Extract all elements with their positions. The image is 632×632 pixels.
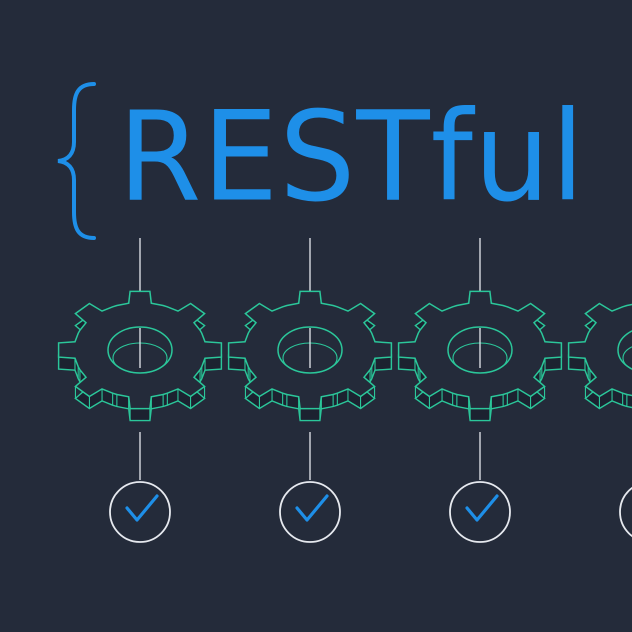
check-mark [465, 494, 499, 522]
check-mark [295, 494, 329, 522]
check-circle-icon [449, 481, 511, 543]
check-circle-ring [279, 481, 341, 543]
check-circle-icon [279, 481, 341, 543]
check-mark [125, 494, 159, 522]
gear-hole [617, 330, 632, 370]
brace-path [57, 82, 96, 240]
check-circle-ring [619, 486, 632, 538]
gear-unit [227, 238, 393, 543]
check-circle-ring [109, 481, 171, 543]
gear-hole-inner [622, 346, 632, 370]
left-curly-brace-icon [57, 82, 96, 240]
gear-unit [397, 238, 563, 543]
gear-unit [567, 302, 632, 538]
gear-icon [567, 302, 632, 410]
check-circle-ring [449, 481, 511, 543]
page-title: RESTful [118, 86, 586, 230]
check-circle-icon [619, 486, 632, 538]
gear-face [567, 302, 632, 398]
gear-unit [57, 238, 223, 543]
check-circle-icon [109, 481, 171, 543]
